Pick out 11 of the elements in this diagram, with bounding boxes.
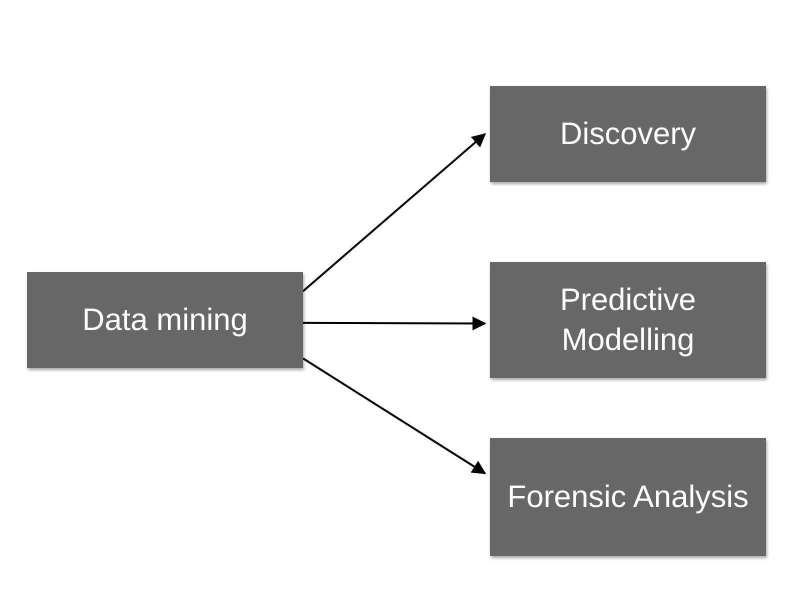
- box-label: Discovery: [560, 114, 696, 153]
- process-box: [490, 438, 766, 556]
- box-label: Forensic Analysis: [507, 478, 749, 516]
- box-label: Predictive Modelling: [558, 280, 698, 359]
- arrow: [302, 358, 486, 474]
- process-box: [27, 272, 303, 368]
- process-box: [490, 86, 766, 182]
- arrow: [302, 133, 486, 292]
- arrow: [303, 316, 486, 330]
- process-box: [490, 262, 766, 378]
- box-label: Data mining: [82, 300, 248, 339]
